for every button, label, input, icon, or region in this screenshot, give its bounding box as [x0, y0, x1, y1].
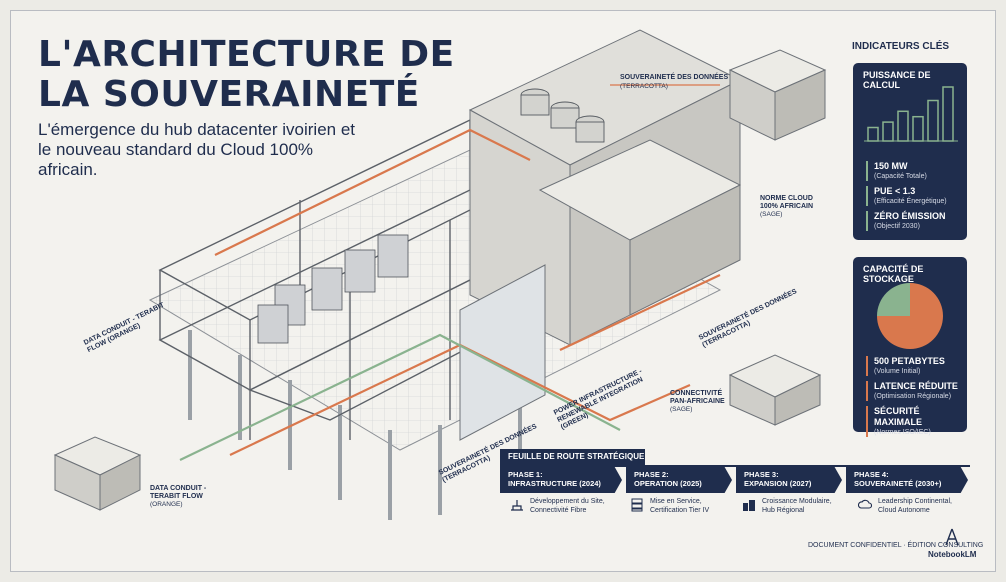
- roadmap-heading: FEUILLE DE ROUTE STRATÉGIQUE: [500, 449, 645, 465]
- detail-cube-right: [728, 354, 822, 426]
- callout-data-left-1: DATA CONDUIT - TERABIT: [83, 301, 166, 346]
- callout-norme-1: NORME CLOUD: [760, 195, 813, 202]
- stat-pue-desc: (Efficacité Énergétique): [874, 198, 947, 205]
- storage-pie-chart: [877, 283, 943, 349]
- compute-card-title: PUISSANCE DE CALCUL: [863, 70, 931, 90]
- callout-power-1: POWER INFRASTRUCTURE -: [553, 368, 644, 417]
- stat-security-desc: (Normes ISO/IEC): [874, 429, 931, 436]
- architect-compass-icon: [945, 528, 959, 546]
- phase-1-desc: Développement du Site, Connectivité Fibr…: [510, 498, 605, 515]
- stat-power-desc: (Capacité Totale): [874, 173, 927, 180]
- detail-cube-top: [728, 49, 827, 141]
- server-racks: [257, 234, 409, 344]
- title-line-2: LA SOUVERAINETÉ: [38, 74, 420, 115]
- page-title: L'ARCHITECTURE DE LA SOUVERAINETÉ: [38, 35, 455, 115]
- callout-connect-sub: (SAGE): [670, 406, 692, 413]
- phase-1-name: INFRASTRUCTURE (2024): [508, 479, 601, 488]
- phase-3-desc-2: Hub Régional: [762, 506, 805, 514]
- notebooklm-brand: NotebookLM: [928, 550, 977, 559]
- phase-2-desc-2: Certification Tier IV: [650, 506, 710, 514]
- phase-2-desc-1: Mise en Service,: [650, 498, 702, 505]
- buildings-icon: [743, 500, 755, 511]
- stat-pue-value: PUE < 1.3: [874, 186, 916, 196]
- compute-bar: [867, 126, 879, 142]
- callout-norme-2: 100% AFRICAIN: [760, 203, 813, 210]
- title-line-1: L'ARCHITECTURE DE: [38, 34, 455, 75]
- roadmap-divider: [500, 465, 970, 467]
- stat-emission-value: ZÉRO ÉMISSION: [874, 211, 946, 221]
- compute-bar: [927, 99, 939, 142]
- phase-1-number: PHASE 1:: [508, 470, 543, 479]
- confidential-footer: DOCUMENT CONFIDENTIEL · ÉDITION CONSULTI…: [808, 542, 984, 549]
- compute-bar: [912, 115, 924, 142]
- callout-connect-2: PAN-AFRICAINE: [670, 398, 725, 405]
- phase-3-desc: Croissance Modulaire, Hub Régional: [742, 498, 832, 515]
- stat-petabytes: 500 PETABYTES (Volume Initial): [866, 356, 945, 376]
- phase-4-desc-1: Leadership Continental,: [878, 498, 952, 505]
- callout-sov-mid-1: SOUVERAINETÉ DES DONNÉES: [697, 286, 798, 342]
- stat-power-value: 150 MW: [874, 161, 908, 171]
- conduit-lines: [179, 84, 721, 461]
- callout-sov-top-sub: (TERRACOTTA): [620, 83, 668, 90]
- indicators-heading: INDICATEURS CLÉS: [852, 41, 950, 52]
- phase-4-name: SOUVERAINETÉ (2030+): [854, 479, 942, 488]
- phase-4-desc-2: Cloud Autonome: [878, 506, 930, 514]
- callout-norme-sub: (SAGE): [760, 211, 782, 218]
- stat-latency-desc: (Optimisation Régionale): [874, 393, 952, 400]
- cloud-icon: [858, 499, 872, 509]
- phase-2-desc: Mise en Service, Certification Tier IV: [630, 498, 709, 515]
- stat-emission: ZÉRO ÉMISSION (Objectif 2030): [866, 211, 946, 231]
- phase-3-desc-1: Croissance Modulaire,: [762, 498, 832, 505]
- phase-2-name: OPERATION (2025): [634, 479, 702, 488]
- stat-emission-desc: (Objectif 2030): [874, 223, 920, 230]
- phase-1-desc-1: Développement du Site,: [530, 498, 605, 505]
- compute-bar: [897, 110, 909, 142]
- server-icon: [631, 498, 643, 512]
- cooling-towers: [520, 88, 605, 143]
- glass-facade: [459, 264, 546, 441]
- phase-1-desc-2: Connectivité Fibre: [530, 506, 587, 514]
- stat-petabytes-desc: (Volume Initial): [874, 368, 921, 375]
- phase-4: PHASE 4: SOUVERAINETÉ (2030+): [846, 467, 968, 493]
- page-subtitle: L'émergence du hub datacenter ivoirien e…: [38, 120, 356, 179]
- phase-3: PHASE 3: EXPANSION (2027): [736, 467, 842, 493]
- phase-2-number: PHASE 2:: [634, 470, 669, 479]
- compute-card: PUISSANCE DE CALCUL 150 MW (Capacité Tot…: [853, 63, 967, 240]
- infrastructure-icon: [511, 500, 523, 511]
- compute-bar: [882, 121, 894, 142]
- callout-data-low-1: DATA CONDUIT -: [150, 485, 207, 492]
- stat-security: SÉCURITÉ MAXIMALE (Normes ISO/IEC): [866, 406, 967, 437]
- phase-3-number: PHASE 3:: [744, 470, 779, 479]
- phase-2: PHASE 2: OPERATION (2025): [626, 467, 732, 493]
- compute-bar-chart: [864, 86, 958, 142]
- stat-latency: LATENCE RÉDUITE (Optimisation Régionale): [866, 381, 958, 401]
- stat-power: 150 MW (Capacité Totale): [866, 161, 927, 181]
- phase-4-number: PHASE 4:: [854, 470, 889, 479]
- phase-1: PHASE 1: INFRASTRUCTURE (2024): [500, 467, 622, 493]
- compute-bar: [942, 86, 954, 142]
- phase-3-name: EXPANSION (2027): [744, 479, 812, 488]
- pie-slice-minor: [877, 283, 910, 316]
- callout-data-low-3: (ORANGE): [150, 501, 183, 508]
- callout-connect-1: CONNECTIVITÉ: [670, 388, 722, 397]
- stat-petabytes-value: 500 PETABYTES: [874, 356, 945, 366]
- detail-cube-left: [53, 436, 142, 511]
- callout-sov-top: SOUVERAINETÉ DES DONNÉES: [620, 72, 728, 81]
- stat-security-value: SÉCURITÉ MAXIMALE: [874, 406, 922, 427]
- storage-card: CAPACITÉ DE STOCKAGE 500 PETABYTES (Volu…: [853, 257, 967, 437]
- stat-pue: PUE < 1.3 (Efficacité Énergétique): [866, 186, 947, 206]
- callout-data-low-2: TERABIT FLOW: [150, 493, 203, 500]
- stat-latency-value: LATENCE RÉDUITE: [874, 381, 958, 391]
- phase-4-desc: Leadership Continental, Cloud Autonome: [858, 498, 952, 515]
- storage-card-title: CAPACITÉ DE STOCKAGE: [863, 264, 924, 284]
